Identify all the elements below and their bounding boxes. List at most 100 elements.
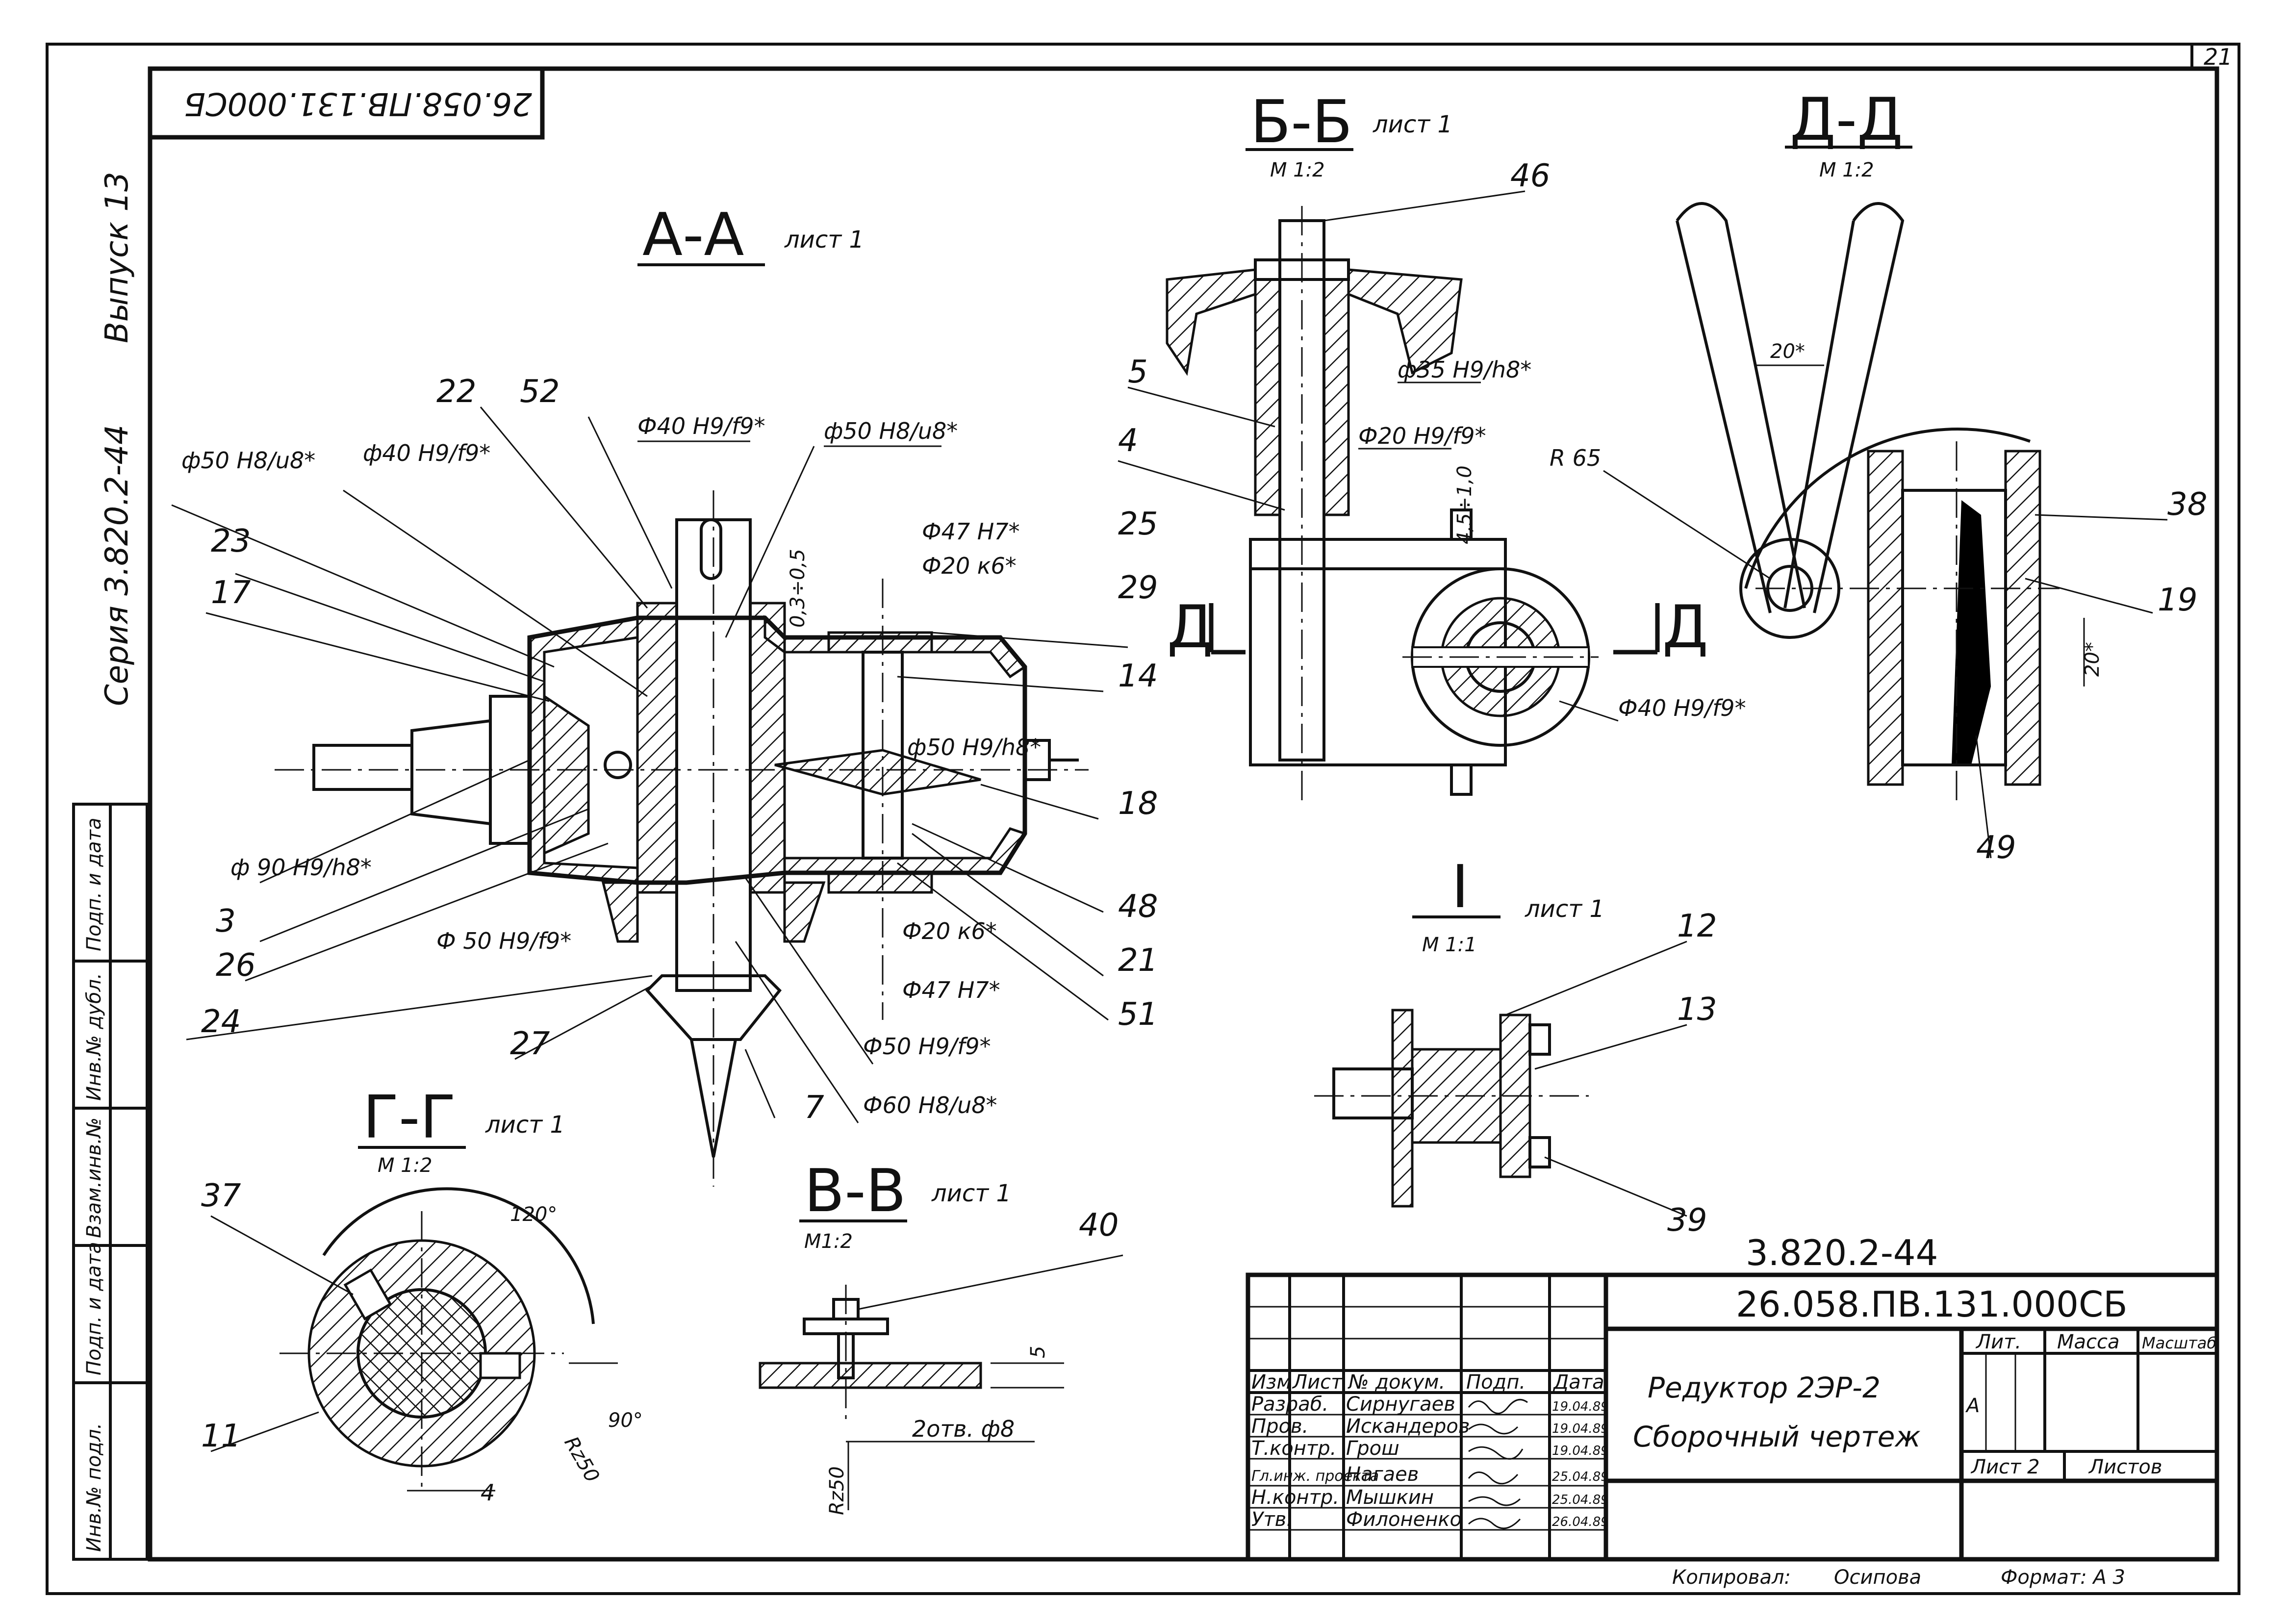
- stamp-code: 26.058.ПВ.131.000СБ: [184, 85, 532, 122]
- vv-rough: Rz50: [826, 1466, 848, 1515]
- tb-role-1: Разраб.: [1251, 1393, 1328, 1416]
- view-vv: В-В лист 1 М1:2 5 2отв. ф8 Rz50 40: [759, 1157, 1123, 1515]
- side-col-3: Взам.инв.№: [83, 1117, 105, 1238]
- part-39: 39: [1667, 1202, 1707, 1239]
- part-49: 49: [1976, 830, 2016, 866]
- tb-name-2: Искандеров: [1346, 1415, 1470, 1438]
- side-strip: Выпуск 13 Серия 3.820.2-44 Подп. и дата …: [72, 172, 149, 1561]
- tb-scale-label: Масштаб: [2142, 1334, 2216, 1352]
- tb-name-5: Мышкин: [1346, 1486, 1434, 1509]
- tb-role-6: Утв.: [1251, 1508, 1293, 1531]
- view-vv-title: В-В: [804, 1157, 906, 1225]
- dd-height: 20*: [2081, 642, 2104, 677]
- view-bb-scale: М 1:2: [1270, 159, 1325, 181]
- part-22: 22: [436, 374, 476, 410]
- bb-fit-f3: Ф40 H9/f9*: [1618, 695, 1746, 721]
- view-gg-sheet: лист 1: [485, 1111, 565, 1139]
- part-40: 40: [1079, 1207, 1119, 1243]
- aa-fit-f3: Ф40 H9/f9*: [637, 413, 765, 439]
- side-col-1: Инв.№ подл.: [83, 1423, 105, 1552]
- section-mark-d-left: Д: [1167, 593, 1213, 661]
- designation-handwritten: 3.820.2-44: [1746, 1232, 1938, 1273]
- part-26: 26: [216, 947, 255, 984]
- tb-col-date: Дата: [1552, 1371, 1604, 1394]
- aa-fit-f1: ф50 H8/u8*: [181, 447, 315, 474]
- view-vv-scale: М1:2: [804, 1230, 853, 1253]
- aa-fit-f10: Ф20 к6*: [902, 918, 997, 944]
- bb-gap: 4,5÷1,0: [1453, 465, 1476, 544]
- view-bb: Б-Б лист 1 М 1:2 ф35 H9/h8* Ф20 H9/f9* Ф…: [1118, 88, 1746, 804]
- tb-sheets-label: Листов: [2088, 1456, 2162, 1478]
- dd-width: 20*: [1770, 340, 1805, 363]
- part-52: 52: [520, 374, 560, 410]
- part-21: 21: [1118, 942, 1158, 979]
- part-7: 7: [804, 1090, 824, 1126]
- title-block: Изм Лист № докум. Подп. Дата Разраб. Про…: [1246, 1272, 2219, 1589]
- vv-holes: 2отв. ф8: [912, 1416, 1015, 1442]
- tb-name-line2: Сборочный чертеж: [1633, 1420, 1921, 1453]
- bb-fit-f2: Ф20 H9/f9*: [1358, 423, 1486, 449]
- aa-fit-f8: ф 90 H9/h8*: [230, 854, 372, 881]
- part-4: 4: [1118, 423, 1138, 459]
- tb-date-1: 19.04.89: [1552, 1399, 1609, 1414]
- part-19: 19: [2158, 582, 2197, 618]
- tb-name-4: Нагаев: [1346, 1463, 1419, 1486]
- view-aa: А-А лист 1 ф50 H8/u8: [171, 201, 1158, 1187]
- dd-radius: R 65: [1550, 445, 1601, 471]
- view-gg-title: Г-Г: [363, 1084, 456, 1152]
- gg-rough: Rz50: [560, 1433, 604, 1486]
- tb-mass-label: Масса: [2057, 1331, 2120, 1353]
- tb-date-2: 19.04.89: [1552, 1421, 1609, 1436]
- drawing-frame: 21: [46, 43, 2240, 1595]
- part-51: 51: [1118, 996, 1158, 1033]
- part-11: 11: [201, 1418, 241, 1454]
- aa-fit-f13: Ф60 H8/u8*: [863, 1092, 997, 1118]
- part-25: 25: [1118, 506, 1158, 542]
- aa-fit-f9: Ф 50 H9/f9*: [436, 928, 571, 954]
- tb-date-6: 26.04.89: [1552, 1515, 1609, 1529]
- part-12: 12: [1677, 908, 1717, 944]
- gg-dim: 4: [481, 1479, 495, 1506]
- part-37: 37: [201, 1178, 241, 1214]
- tb-role-3: Т.контр.: [1251, 1437, 1336, 1460]
- part-23: 23: [211, 523, 251, 559]
- part-18: 18: [1118, 786, 1158, 822]
- part-46: 46: [1510, 158, 1550, 194]
- side-col-2: Подп. и дата: [83, 1242, 105, 1375]
- view-dd-scale: М 1:2: [1819, 159, 1874, 181]
- view-vv-sheet: лист 1: [931, 1180, 1011, 1207]
- part-14: 14: [1118, 658, 1158, 694]
- tb-format-label: Формат: А 3: [2001, 1566, 2125, 1589]
- bb-fit-f1: ф35 H9/h8*: [1398, 356, 1531, 383]
- aa-fit-f6: Ф20 к6*: [922, 553, 1017, 579]
- tb-name-1: Сирнугаев: [1346, 1393, 1455, 1416]
- side-col-5: Подп. и дата: [83, 818, 105, 951]
- side-col-4: Инв.№ дубл.: [83, 973, 105, 1101]
- part-38: 38: [2167, 486, 2207, 523]
- gg-angle1: 120°: [510, 1203, 557, 1226]
- vv-thk: 5: [1027, 1346, 1049, 1358]
- part-29: 29: [1118, 570, 1158, 606]
- side-series: Серия 3.820.2-44: [99, 425, 135, 706]
- aa-gap: 0,3÷0,5: [787, 549, 809, 628]
- view-i-title: I: [1451, 853, 1469, 921]
- view-bb-sheet: лист 1: [1373, 111, 1452, 138]
- tb-date-3: 19.04.89: [1552, 1444, 1609, 1458]
- stamp-box: 26.058.ПВ.131.000СБ: [148, 66, 545, 140]
- tb-col-sign: Подп.: [1466, 1371, 1526, 1394]
- tb-col-doc: № докум.: [1348, 1371, 1445, 1394]
- section-mark-d-right: Д: [1662, 593, 1708, 661]
- view-bb-title: Б-Б: [1250, 88, 1352, 156]
- tb-name-6: Филоненко: [1346, 1508, 1462, 1531]
- tb-sheet-label: Лист 2: [1970, 1456, 2040, 1478]
- aa-fit-f2: ф40 H9/f9*: [363, 440, 490, 466]
- part-48: 48: [1118, 888, 1158, 925]
- tb-name-3: Грош: [1346, 1437, 1399, 1460]
- tb-lit-label: Лит.: [1975, 1331, 2021, 1353]
- tb-name-line1: Редуктор 2ЭР-2: [1648, 1371, 1881, 1404]
- corner-page-number: 21: [2204, 44, 2233, 70]
- tb-code: 26.058.ПВ.131.000СБ: [1736, 1284, 2128, 1325]
- side-issue: Выпуск 13: [99, 172, 135, 343]
- view-gg-scale: М 1:2: [378, 1154, 432, 1177]
- tb-date-4: 25.04.89: [1552, 1470, 1609, 1484]
